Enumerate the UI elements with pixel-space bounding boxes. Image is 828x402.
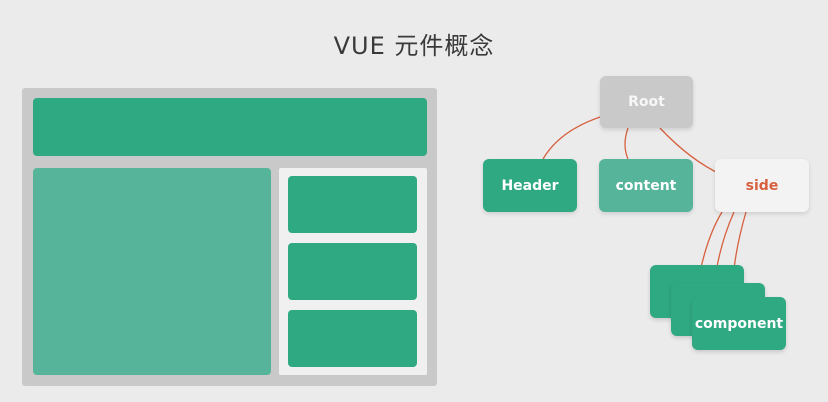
- mockup-side-item: [288, 310, 417, 367]
- diagram-title: VUE 元件概念: [333, 32, 495, 60]
- edge-root-content: [624, 127, 629, 160]
- mockup-side-panel: [279, 168, 427, 375]
- mockup-content-block: [33, 168, 271, 375]
- edge-side-component: [699, 211, 723, 273]
- tree-node-content: content: [599, 159, 693, 212]
- tree-node-root: Root: [600, 76, 693, 128]
- mockup-header-block: [33, 98, 427, 156]
- layout-mockup: [22, 88, 437, 386]
- mockup-side-item: [288, 243, 417, 300]
- tree-node-side: side: [715, 159, 809, 212]
- mockup-side-item: [288, 176, 417, 233]
- edge-root-header: [542, 115, 604, 160]
- tree-node-component: component: [692, 297, 786, 350]
- tree-node-header: Header: [483, 159, 577, 212]
